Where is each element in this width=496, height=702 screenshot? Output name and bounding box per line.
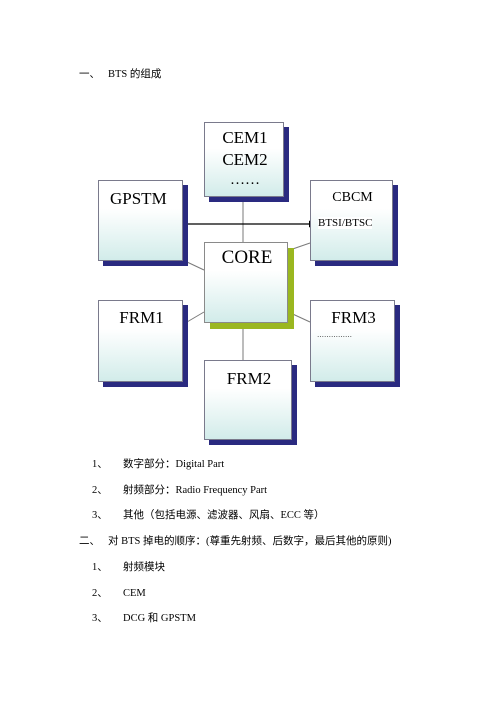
connector-cbcm-core xyxy=(283,242,311,253)
list2-item-text: DCG 和 GPSTM xyxy=(123,613,196,624)
cbcm-label: CBCM xyxy=(332,190,373,205)
section-2-title: 对 BTS 掉电的顺序：(尊重先射频、后数字，最后其他的原则) xyxy=(108,536,392,547)
connector-frm1-core xyxy=(186,311,205,323)
section-2-number: 二、 xyxy=(79,536,100,547)
frm2-label: FRM2 xyxy=(226,369,272,388)
list1-item-number: 3、 xyxy=(92,510,108,521)
frm3-dots: …………… xyxy=(317,331,352,339)
section-1-title: BTS 的组成 xyxy=(108,69,162,80)
list1-item-text: 数字部分：Digital Part xyxy=(123,459,225,470)
cbcm-sublabel: BTSI/BTSC xyxy=(318,217,373,229)
list2-item-number: 1、 xyxy=(92,562,108,573)
frm3-label: FRM3 xyxy=(331,308,376,327)
list2-item-text: CEM xyxy=(123,588,146,599)
gpstm-box: GPSTM xyxy=(98,180,183,261)
list1-item-text: 射频部分：Radio Frequency Part xyxy=(123,485,268,496)
cem-box: CEM1 CEM2 …… xyxy=(204,122,284,197)
list1-item-text: 其他（包括电源、滤波器、风扇、ECC 等） xyxy=(123,510,325,521)
core-label: CORE xyxy=(221,247,273,268)
frm2-box: FRM2 xyxy=(204,360,292,440)
cem2-label: CEM2 xyxy=(222,150,268,169)
frm1-box: FRM1 xyxy=(98,300,183,382)
core-box: CORE xyxy=(204,242,288,323)
frm1-label: FRM1 xyxy=(119,308,164,327)
cem1-label: CEM1 xyxy=(222,128,268,147)
list2-item-number: 3、 xyxy=(92,613,108,624)
connector-frm3-core xyxy=(283,309,311,323)
frm3-box: FRM3 …………… xyxy=(310,300,395,382)
connector-gpstm-core xyxy=(186,261,205,271)
cem-ellipsis: …… xyxy=(230,172,260,188)
gpstm-label: GPSTM xyxy=(110,189,167,208)
list2-item-number: 2、 xyxy=(92,588,108,599)
section-1-number: 一、 xyxy=(79,69,100,80)
list1-item-number: 1、 xyxy=(92,459,108,470)
list1-item-number: 2、 xyxy=(92,485,108,496)
list2-item-text: 射频模块 xyxy=(123,562,165,573)
